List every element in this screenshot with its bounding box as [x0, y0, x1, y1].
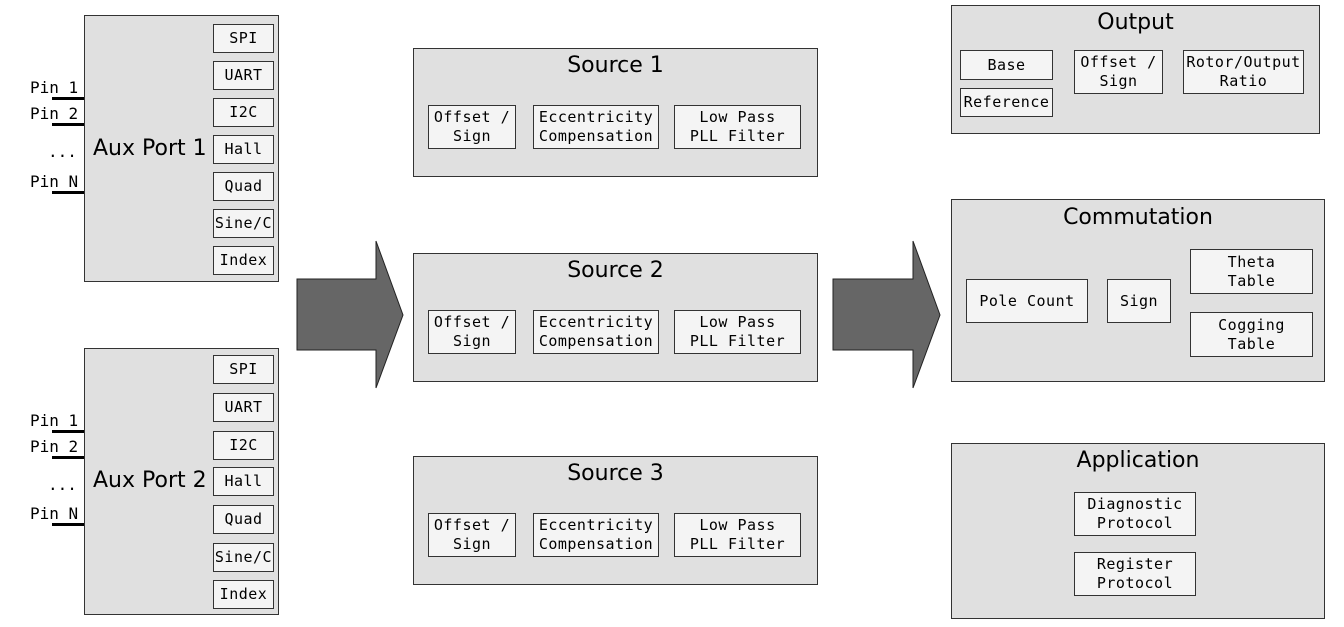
commutation-cogging-table: Cogging Table: [1190, 312, 1313, 357]
aux-port-1-panel: Aux Port 1 SPI UART I2C Hall Quad Sine/C…: [84, 15, 279, 282]
aux-port-2-title: Aux Port 2: [93, 468, 207, 493]
aux-port-2-sine-cosine: Sine/C: [213, 543, 274, 572]
source-2-low-pass-filter: Low Pass PLL Filter: [674, 310, 801, 354]
source-1-offset-sign: Offset / Sign: [428, 105, 516, 149]
source-3-panel: Source 3 Offset / Sign Eccentricity Comp…: [413, 456, 818, 585]
output-title: Output: [1097, 10, 1174, 35]
source-3-eccentricity-compensation: Eccentricity Compensation: [533, 513, 659, 557]
application-register-protocol: Register Protocol: [1074, 552, 1196, 596]
aux-port-1-spi: SPI: [213, 24, 274, 53]
source-2-panel: Source 2 Offset / Sign Eccentricity Comp…: [413, 253, 818, 382]
aux-port-1-pin-n-line: [52, 191, 85, 194]
aux-port-1-pin-2-label: Pin 2: [30, 104, 79, 123]
aux-port-1-i2c: I2C: [213, 98, 274, 127]
application-panel: Application Diagnostic Protocol Register…: [951, 443, 1325, 619]
aux-port-1-pin-1-label: Pin 1: [30, 78, 79, 97]
arrow-sources-to-commutation-shape: [832, 240, 941, 389]
aux-port-2-spi: SPI: [213, 355, 274, 384]
aux-port-2-pin-2-label: Pin 2: [30, 437, 79, 456]
aux-port-1-pin-n-label: Pin N: [30, 172, 79, 191]
aux-port-1-pin-2-line: [52, 123, 85, 126]
source-1-low-pass-filter: Low Pass PLL Filter: [674, 105, 801, 149]
aux-port-2-pin-1-line: [52, 430, 85, 433]
source-1-eccentricity-compensation: Eccentricity Compensation: [533, 105, 659, 149]
source-1-panel: Source 1 Offset / Sign Eccentricity Comp…: [413, 48, 818, 177]
aux-port-1-sine-cosine: Sine/C: [213, 209, 274, 238]
application-diagnostic-protocol: Diagnostic Protocol: [1074, 492, 1196, 536]
aux-port-2-pin-n-label: Pin N: [30, 504, 79, 523]
arrow-ports-to-sources: [296, 240, 404, 389]
aux-port-2-pin-2-line: [52, 456, 85, 459]
aux-port-2-index: Index: [213, 580, 274, 609]
source-2-offset-sign: Offset / Sign: [428, 310, 516, 354]
aux-port-1-uart: UART: [213, 61, 274, 90]
source-1-title: Source 1: [567, 53, 664, 78]
output-reference: Reference: [960, 88, 1053, 117]
commutation-panel: Commutation Pole Count Sign Theta Table …: [951, 199, 1325, 382]
application-title: Application: [1076, 448, 1200, 473]
source-2-title: Source 2: [567, 258, 664, 283]
aux-port-2-pin-n-line: [52, 523, 85, 526]
source-3-low-pass-filter: Low Pass PLL Filter: [674, 513, 801, 557]
aux-port-1-hall: Hall: [213, 135, 274, 164]
commutation-sign: Sign: [1107, 279, 1171, 323]
aux-port-2-quad: Quad: [213, 505, 274, 534]
aux-port-2-i2c: I2C: [213, 431, 274, 460]
output-offset-sign: Offset / Sign: [1074, 50, 1163, 94]
aux-port-2-pin-1-label: Pin 1: [30, 411, 79, 430]
arrow-sources-to-commutation: [832, 240, 941, 389]
aux-port-1-title: Aux Port 1: [93, 136, 207, 161]
output-panel: Output Base Reference Offset / Sign Roto…: [951, 5, 1320, 134]
output-rotor-output-ratio: Rotor/Output Ratio: [1183, 50, 1304, 94]
aux-port-1-index: Index: [213, 246, 274, 275]
commutation-pole-count: Pole Count: [966, 279, 1088, 323]
aux-port-1-quad: Quad: [213, 172, 274, 201]
source-3-title: Source 3: [567, 461, 664, 486]
output-base: Base: [960, 50, 1053, 80]
aux-port-1-pin-ellipsis: ...: [48, 142, 77, 161]
arrow-ports-to-sources-shape: [296, 240, 404, 389]
aux-port-2-uart: UART: [213, 393, 274, 422]
aux-port-2-hall: Hall: [213, 467, 274, 496]
commutation-title: Commutation: [1063, 205, 1213, 230]
commutation-theta-table: Theta Table: [1190, 249, 1313, 294]
source-2-eccentricity-compensation: Eccentricity Compensation: [533, 310, 659, 354]
aux-port-2-pin-ellipsis: ...: [48, 475, 77, 494]
source-3-offset-sign: Offset / Sign: [428, 513, 516, 557]
aux-port-2-panel: Aux Port 2 SPI UART I2C Hall Quad Sine/C…: [84, 348, 279, 615]
aux-port-1-pin-1-line: [52, 97, 85, 100]
